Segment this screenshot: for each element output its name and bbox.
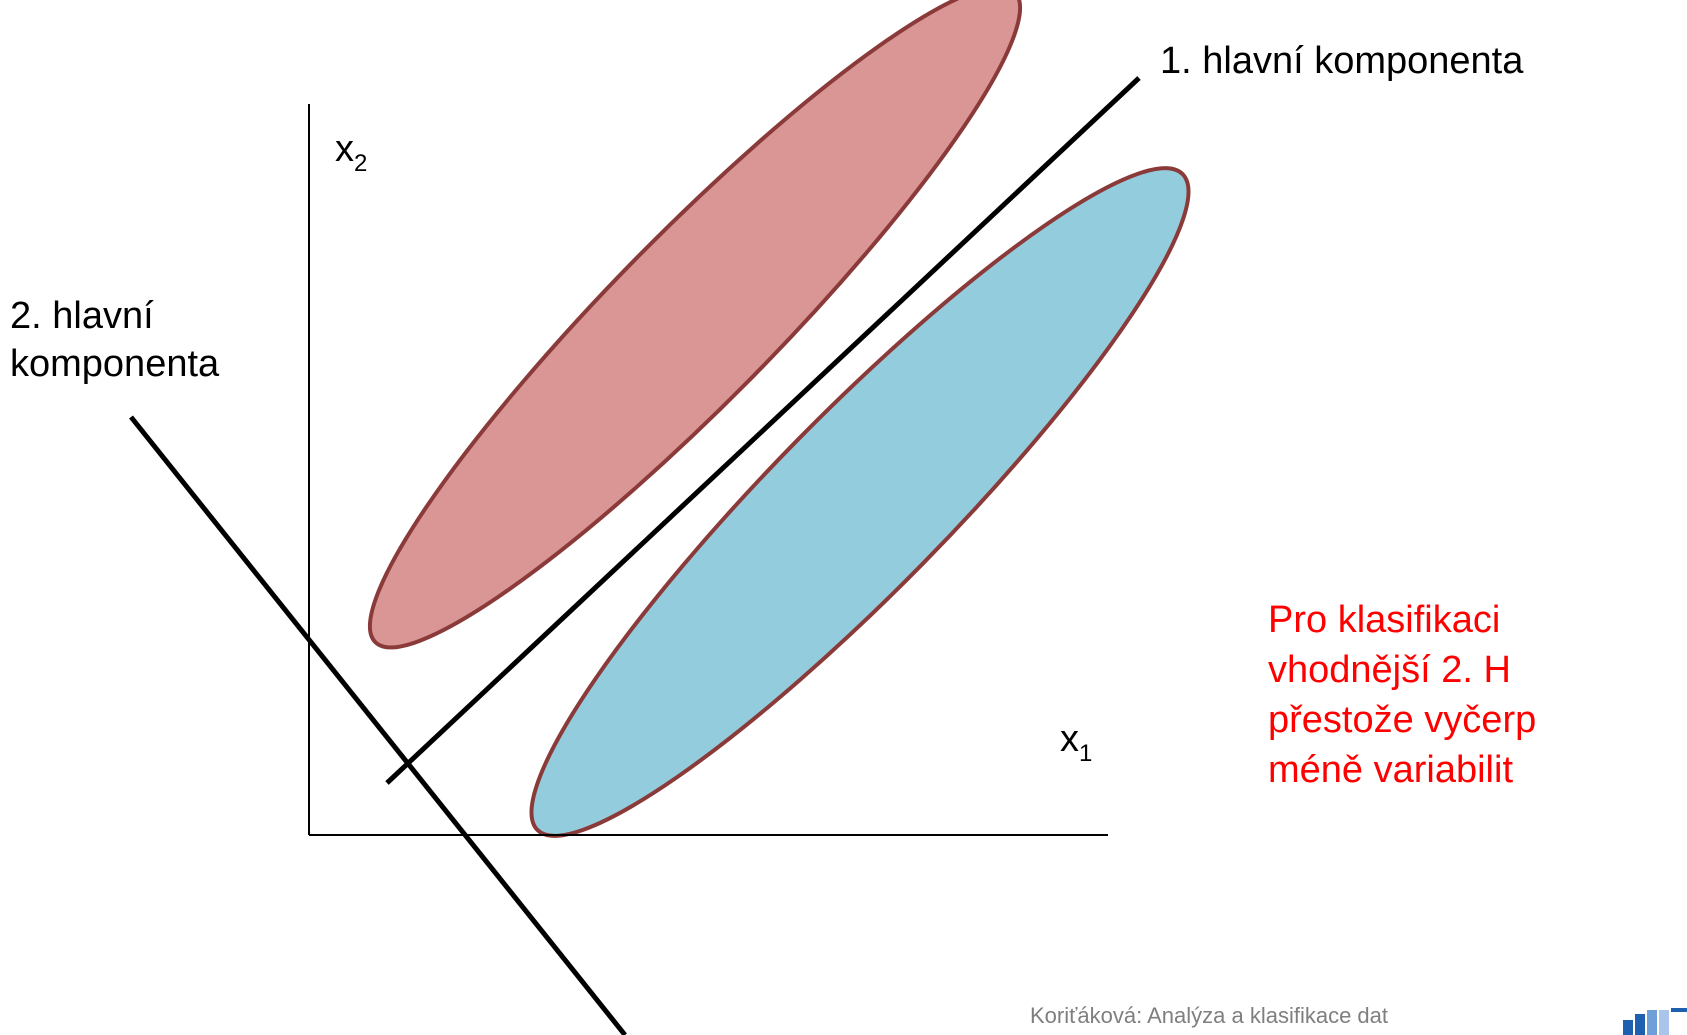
pc2-label-line1: 2. hlavní [10, 295, 154, 337]
note-line: Pro klasifikaci [1268, 599, 1501, 641]
red-cluster-ellipse [367, 0, 1023, 650]
note-line: přestože vyčerp [1268, 699, 1537, 741]
pc2-line [129, 415, 627, 1035]
x2-axis-letter: x [335, 128, 354, 170]
footer-credit: Koriťáková: Analýza a klasifikace dat [1030, 1003, 1388, 1028]
x1-axis-subscript: 1 [1079, 740, 1093, 767]
note-line: vhodnější 2. H [1268, 649, 1511, 691]
pc2-label-line2: komponenta [10, 343, 220, 385]
university-logo-icon [1623, 1008, 1687, 1035]
x2-axis-label: x2 [335, 128, 367, 178]
classification-note: Pro klasifikaci vhodnější 2. H přestože … [1268, 595, 1687, 795]
note-line: méně variabilit [1268, 749, 1513, 791]
pc2-label: 2. hlavní komponenta [10, 292, 270, 388]
pc1-label: 1. hlavní komponenta [1160, 40, 1524, 82]
x1-axis-label: x1 [1060, 718, 1092, 768]
x2-axis-subscript: 2 [354, 150, 368, 177]
blue-cluster-ellipse [529, 166, 1191, 838]
x1-axis-letter: x [1060, 718, 1079, 760]
pc1-line [385, 76, 1141, 785]
